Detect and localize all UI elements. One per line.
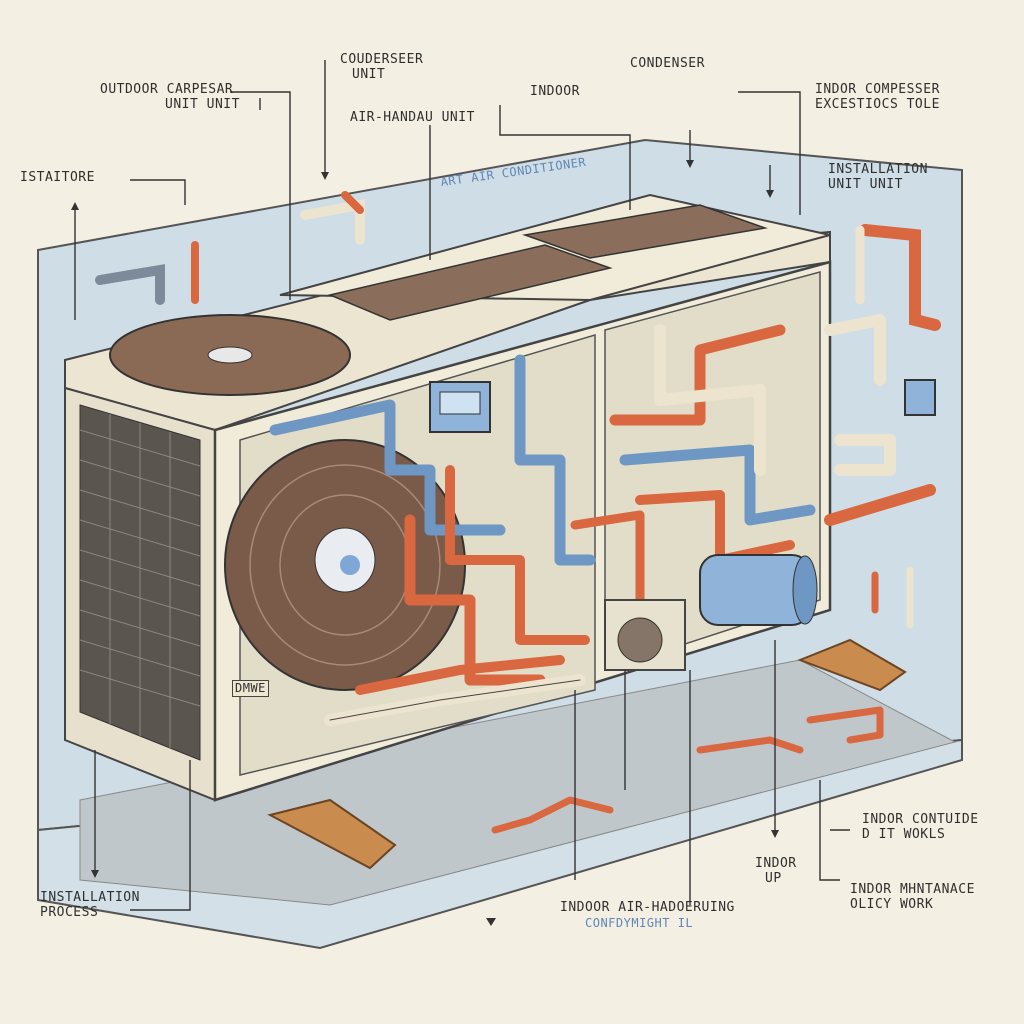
label-indoor-compresser-line2: EXCESTIOCS TOLE: [815, 97, 940, 112]
label-indoor-top: INDOOR: [530, 84, 580, 99]
label-outdoor-compressor-line1: OUTDOOR CARPESAR: [100, 82, 234, 97]
label-outdoor-compressor-line2: UNIT UNIT: [165, 97, 240, 112]
wood-support-left: [267, 798, 397, 870]
label-istaitore: ISTAITORE: [20, 170, 95, 185]
label-installation-process-line1: INSTALLATION: [40, 890, 140, 905]
label-outdoor-compressor: OUTDOOR CARPESAR UNIT UNIT: [100, 82, 240, 112]
wall-fittings: [95, 191, 941, 629]
label-condenser-unit-line1: COUDERSEER: [340, 52, 424, 67]
label-indoor-air-handling: INDOOR AIR-HADOERUING: [560, 900, 735, 915]
label-installation-unit-line2: UNIT UNIT: [828, 177, 903, 192]
leader-lines: [74, 60, 850, 911]
label-installation-process: INSTALLATION PROCESS: [40, 890, 140, 920]
label-indor-contuide-line1: INDOR CONTUIDE: [862, 812, 979, 827]
label-installation-unit: INSTALLATION UNIT UNIT: [828, 162, 928, 192]
label-indor-up-line2: UP: [765, 871, 782, 886]
label-indoor-compresser-line1: INDOR COMPESSER: [815, 82, 940, 97]
label-indor-maintenance-line1: INDOR MHNTANACE: [850, 882, 975, 897]
label-installation-process-line2: PROCESS: [40, 905, 99, 920]
label-conf-sub: CONFDYMIGHT IL: [585, 916, 694, 930]
floor-surface: [79, 659, 957, 906]
grille-lines: [79, 414, 201, 748]
pipe-network: [269, 314, 936, 834]
label-indoor-compresser: INDOR COMPESSER EXCESTIOCS TOLE: [815, 82, 940, 112]
label-air-handler: AIR-HANDAU UNIT: [350, 110, 475, 125]
label-indor-maintenance: INDOR MHNTANACE OLICY WORK: [850, 882, 975, 912]
label-indor-up-line1: INDOR: [755, 856, 797, 871]
label-indor-up: INDOR UP: [755, 856, 797, 886]
label-installation-unit-line1: INSTALLATION: [828, 162, 928, 177]
wood-support-right: [797, 638, 907, 692]
arrow-heads: [71, 160, 779, 926]
label-condenser-unit-line2: UNIT: [352, 67, 386, 82]
wall-box: [904, 379, 936, 416]
unit-badge: DMWE: [232, 680, 269, 697]
label-condenser-top: CONDENSER: [630, 56, 705, 71]
label-indor-contuide-line2: D IT WOKLS: [862, 827, 946, 842]
label-condenser-unit: COUDERSEER UNIT: [340, 52, 423, 82]
top-vent-right: [522, 204, 768, 259]
label-indor-contuide: INDOR CONTUIDE D IT WOKLS: [862, 812, 979, 842]
label-indor-maintenance-line2: OLICY WORK: [850, 897, 934, 912]
top-vent-left: [327, 244, 613, 321]
